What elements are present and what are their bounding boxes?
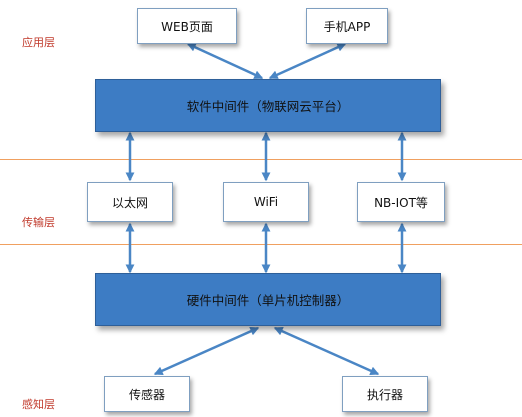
separator-top (0, 159, 522, 160)
actuator-box: 执行器 (342, 376, 428, 412)
web-page-box: WEB页面 (137, 8, 237, 44)
web-page-label: WEB页面 (161, 19, 213, 34)
transport-layer-label: 传输层 (22, 216, 55, 229)
software-middleware-bar: 软件中间件（物联网云平台） (95, 79, 441, 132)
wifi-label: WiFi (253, 195, 279, 209)
arrow-hardware-actuator (273, 326, 380, 376)
arrow-app-software (268, 42, 347, 80)
mobile-app-label: 手机APP (323, 19, 371, 34)
wifi-box: WiFi (223, 182, 309, 222)
arrow-hardware-sensor (153, 326, 260, 376)
ethernet-label: 以太网 (111, 195, 148, 210)
arrow-web-software (186, 42, 264, 80)
software-middleware-label: 软件中间件（物联网云平台） (186, 99, 350, 114)
separator-bottom (0, 244, 522, 245)
sensor-label: 传感器 (128, 387, 165, 402)
hardware-middleware-bar: 硬件中间件（单片机控制器） (95, 273, 441, 326)
mobile-app-box: 手机APP (306, 8, 388, 44)
ethernet-box: 以太网 (87, 182, 173, 222)
sensor-box: 传感器 (104, 376, 190, 412)
actuator-label: 执行器 (366, 387, 403, 402)
nbiot-box: NB-IOT等 (357, 182, 445, 222)
hardware-middleware-label: 硬件中间件（单片机控制器） (186, 293, 350, 308)
nbiot-label: NB-IOT等 (374, 195, 428, 210)
perception-layer-label: 感知层 (22, 398, 55, 411)
application-layer-label: 应用层 (22, 36, 55, 49)
